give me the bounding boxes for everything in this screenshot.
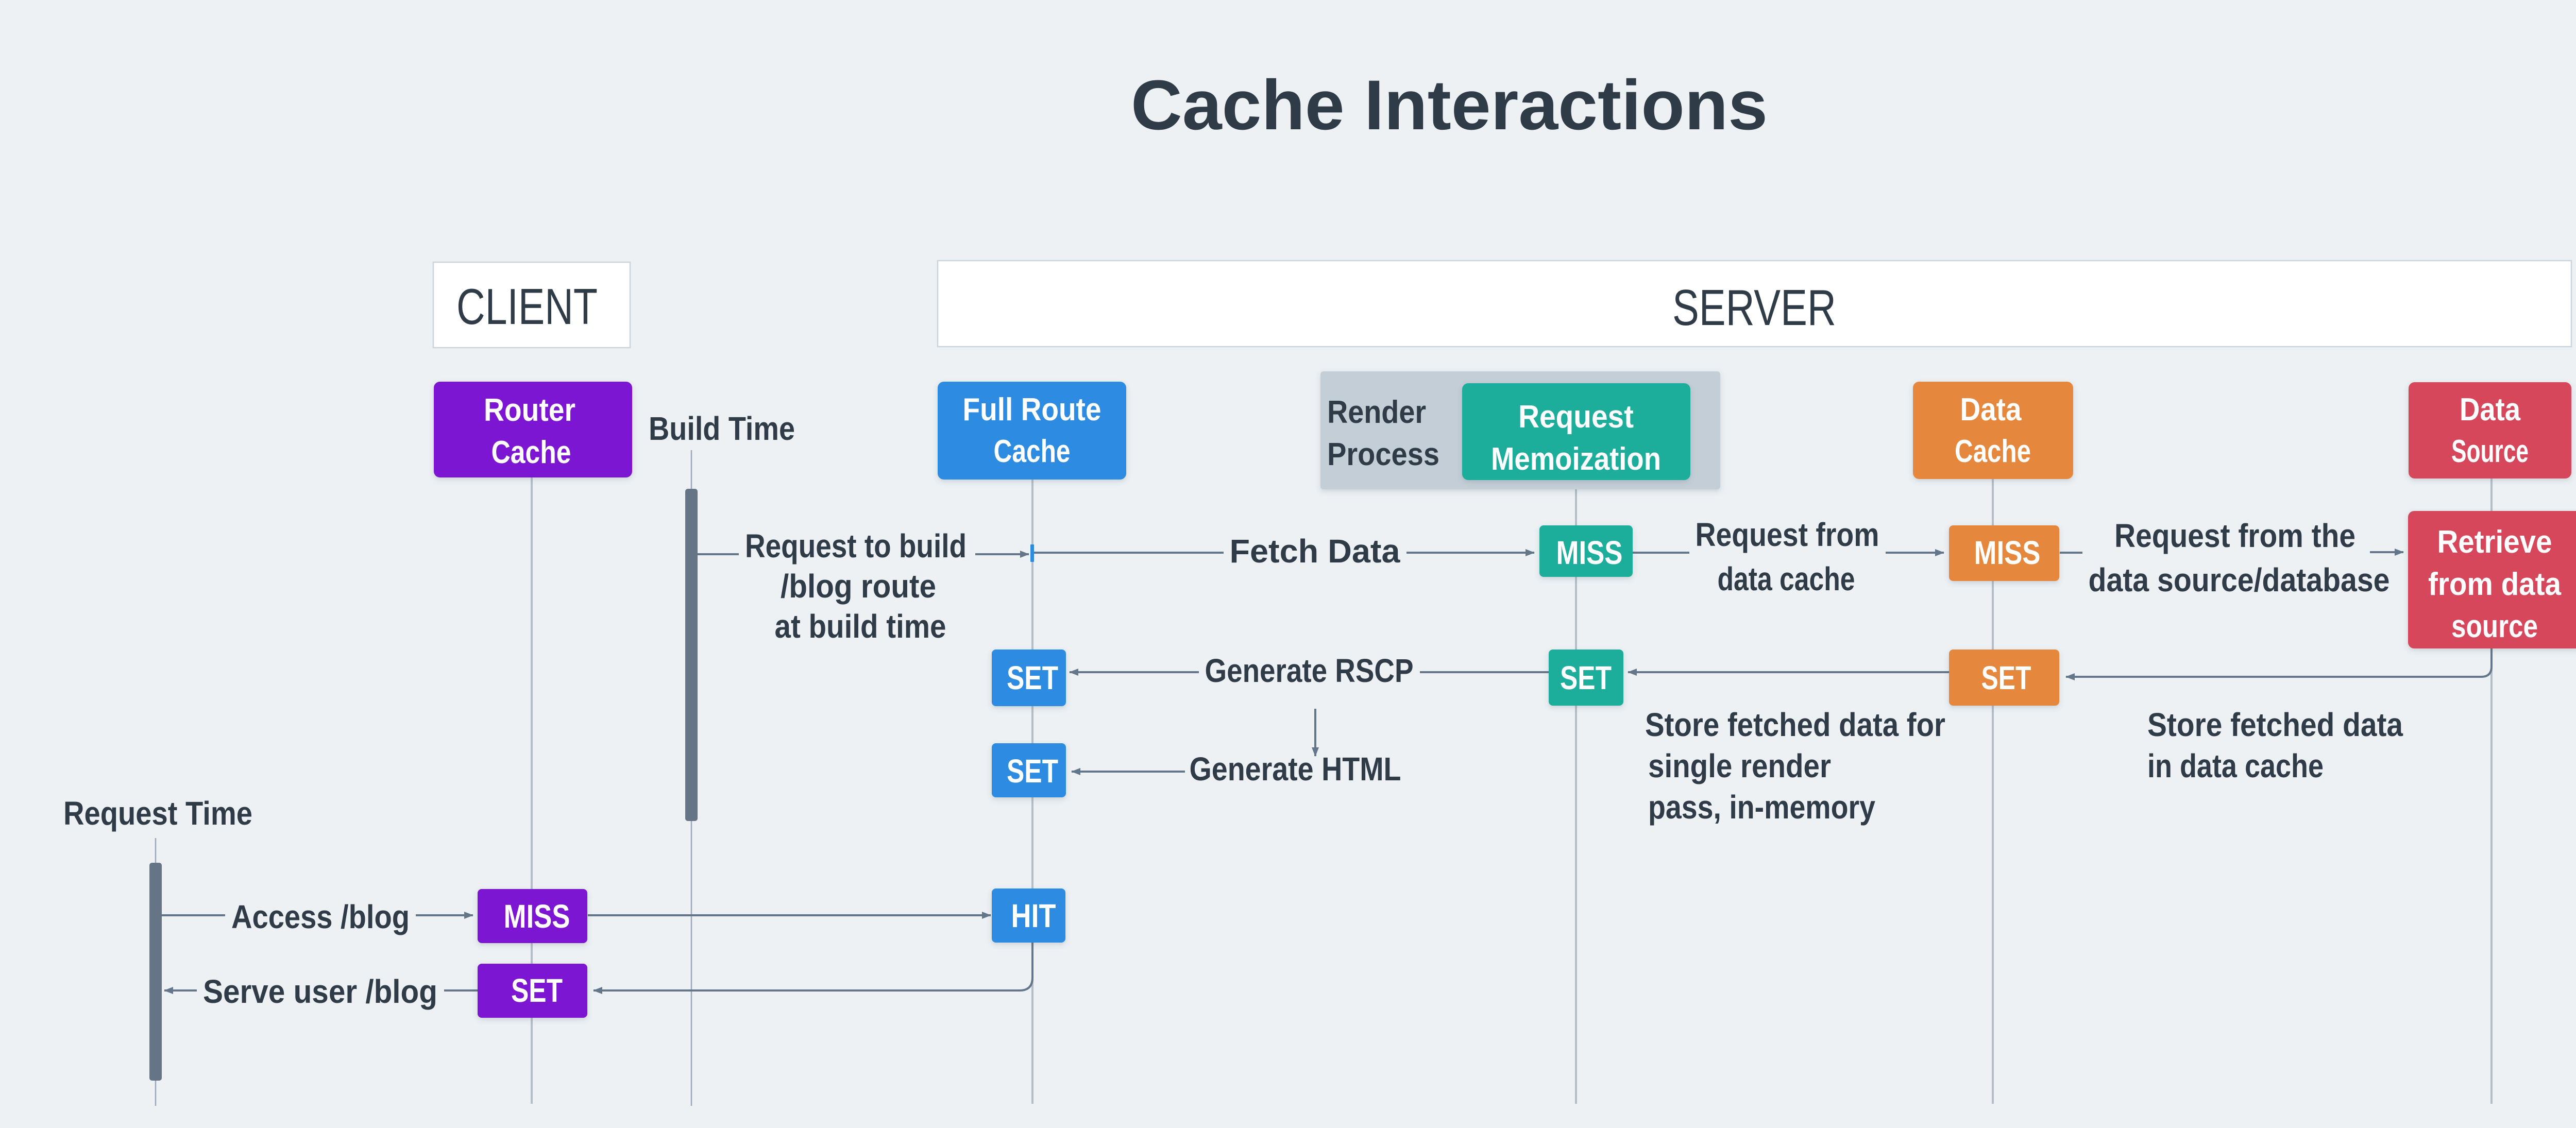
svg-text:Full Route: Full Route [963,392,1101,428]
svg-text:MISS: MISS [504,898,570,935]
svg-text:pass, in-memory: pass, in-memory [1648,789,1875,826]
svg-text:Store fetched data for: Store fetched data for [1645,706,1945,743]
svg-text:MISS: MISS [1556,534,1623,571]
svg-text:MISS: MISS [1974,534,2041,571]
svg-text:from data: from data [2428,567,2561,602]
svg-text:Request from the: Request from the [2114,517,2355,554]
svg-text:in data cache: in data cache [2147,747,2324,784]
svg-text:Serve user /blog: Serve user /blog [203,973,437,1010]
svg-text:CLIENT: CLIENT [456,278,598,335]
svg-text:Request from: Request from [1696,516,1879,553]
svg-text:at build time: at build time [775,608,946,645]
svg-text:Data: Data [1960,392,2022,428]
svg-text:Cache: Cache [994,434,1071,469]
svg-text:Render: Render [1327,395,1426,430]
svg-text:Process: Process [1327,437,1439,472]
svg-text:single render: single render [1648,747,1831,784]
svg-text:SET: SET [511,972,563,1009]
svg-text:Fetch Data: Fetch Data [1230,533,1400,570]
svg-text:Router: Router [484,392,575,428]
svg-text:Access /blog: Access /blog [231,898,410,935]
svg-text:Store fetched data: Store fetched data [2147,706,2403,743]
svg-text:SERVER: SERVER [1672,279,1836,336]
svg-text:HIT: HIT [1011,897,1056,934]
svg-text:SET: SET [1560,659,1612,696]
svg-text:SET: SET [1007,659,1058,696]
svg-text:Memoization: Memoization [1491,441,1661,477]
svg-text:Request: Request [1518,399,1634,435]
svg-text:Generate HTML: Generate HTML [1190,750,1401,788]
svg-text:Cache Interactions: Cache Interactions [1131,66,1768,145]
svg-text:Source: Source [2451,434,2529,469]
svg-text:/blog route: /blog route [781,568,936,605]
svg-text:Data: Data [2460,392,2520,428]
svg-text:Generate RSCP: Generate RSCP [1205,652,1414,689]
svg-text:Request to build: Request to build [745,527,967,565]
svg-text:SET: SET [1981,659,2031,696]
svg-text:Build Time: Build Time [649,410,795,447]
svg-text:Cache: Cache [492,435,571,470]
svg-text:Cache: Cache [1955,434,2031,469]
svg-text:SET: SET [1007,753,1058,790]
svg-text:data cache: data cache [1718,560,1855,597]
svg-text:data source/database: data source/database [2089,561,2390,599]
svg-text:Request Time: Request Time [63,795,252,832]
svg-text:source: source [2451,609,2538,644]
svg-text:Retrieve: Retrieve [2437,524,2552,560]
